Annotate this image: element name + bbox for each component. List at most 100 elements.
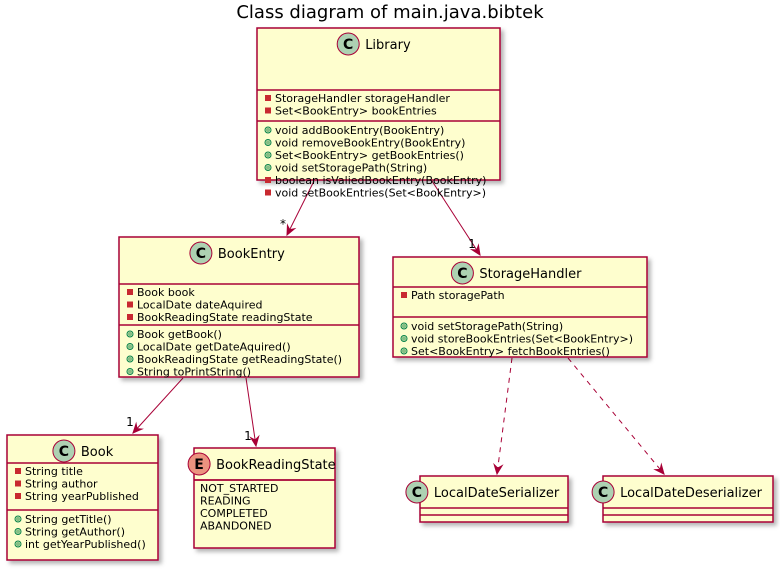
relation-storagehandler-localdatedeserializer (567, 357, 665, 475)
public-visibility-fill (401, 336, 407, 341)
public-visibility-icon (264, 151, 272, 159)
private-visibility-icon (15, 493, 21, 499)
badge-letter: C (412, 485, 422, 501)
public-visibility-fill (15, 529, 21, 534)
class-method: String toPrintString() (137, 366, 251, 379)
enum-value: NOT_STARTED (200, 482, 278, 495)
class-box (392, 256, 648, 358)
public-visibility-icon (264, 139, 272, 146)
relation-storagehandler-localdateserializer (493, 357, 513, 476)
arrowhead-icon (653, 462, 665, 475)
arrowhead-icon (493, 462, 504, 476)
class-method: Set<BookEntry> fetchBookEntries() (411, 345, 610, 358)
public-visibility-fill (265, 140, 271, 145)
class-method: int getYearPublished() (25, 538, 146, 551)
public-visibility-icon (126, 355, 134, 363)
public-visibility-fill (401, 348, 407, 354)
public-visibility-fill (15, 541, 21, 547)
badge-letter: C (598, 485, 608, 501)
multiplicity-label: 1 (244, 429, 252, 443)
relation-line (245, 377, 257, 447)
public-visibility-icon (400, 347, 408, 355)
public-visibility-fill (127, 344, 133, 349)
class-box (118, 236, 360, 378)
class-badge-icon (336, 32, 360, 56)
relation-library-storagehandler: 1 (431, 180, 481, 257)
private-visibility-icon (15, 468, 21, 474)
class-method: void setStoragePath(String) (275, 162, 427, 175)
class-method: String getTitle() (25, 513, 112, 526)
class-badge-icon (405, 480, 429, 504)
class-method: Set<BookEntry> getBookEntries() (275, 149, 464, 162)
public-visibility-fill (127, 369, 133, 374)
public-visibility-icon (264, 126, 272, 134)
arrowhead-icon (469, 243, 481, 257)
class-name: Library (365, 38, 411, 53)
multiplicity-label: 1 (126, 415, 134, 429)
badge-letter: E (194, 457, 204, 473)
class-method: void addBookEntry(BookEntry) (275, 124, 444, 137)
class-method: BookReadingState getReadingState() (137, 353, 342, 366)
class-badge-icon (591, 480, 615, 504)
enum-badge-icon (187, 452, 211, 476)
arrowhead-icon (249, 434, 260, 448)
class-name: BookEntry (218, 247, 285, 262)
relations: * 1 1 1 (126, 180, 665, 476)
class-field: LocalDate dateAquired (137, 299, 262, 312)
private-visibility-icon (265, 95, 271, 101)
class-method: boolean isValiedBookEntry(BookEntry) (275, 174, 486, 187)
public-visibility-fill (127, 331, 133, 337)
public-visibility-icon (126, 330, 134, 338)
class-field: String yearPublished (25, 490, 139, 503)
public-visibility-fill (265, 165, 271, 170)
public-visibility-icon (264, 164, 272, 171)
class-name: BookReadingState (216, 458, 336, 473)
class-field: BookReadingState readingState (137, 311, 313, 324)
diagram-title: Class diagram of main.java.bibtek (236, 2, 544, 23)
class-method: void storeBookEntries(Set<BookEntry>) (411, 333, 633, 346)
class-field: Book book (137, 286, 195, 299)
arrowhead-icon (132, 421, 144, 434)
private-visibility-icon (265, 107, 271, 114)
badge-letter: C (343, 37, 353, 53)
badge-letter: C (457, 266, 467, 282)
public-visibility-icon (14, 540, 22, 548)
class-name: LocalDateSerializer (434, 486, 560, 501)
public-visibility-icon (14, 528, 22, 535)
class-box (256, 27, 501, 181)
relation-line (567, 357, 665, 475)
private-visibility-icon (265, 177, 271, 183)
class-localdateserializer: C LocalDateSerializer (405, 475, 569, 523)
badge-letter: C (196, 246, 206, 262)
multiplicity-label: 1 (468, 237, 476, 251)
class-box (193, 447, 336, 549)
class-field: String title (25, 465, 83, 478)
class-field: Set<BookEntry> bookEntries (275, 105, 437, 118)
badge-letter: C (59, 444, 69, 460)
relation-line (431, 180, 481, 256)
public-visibility-fill (401, 323, 407, 329)
public-visibility-icon (400, 322, 408, 330)
relation-library-bookentry: * (280, 180, 315, 237)
public-visibility-icon (14, 515, 22, 523)
private-visibility-icon (265, 189, 271, 196)
public-visibility-fill (15, 516, 21, 522)
relation-bookentry-book: 1 (126, 377, 184, 434)
private-visibility-icon (401, 292, 407, 298)
relation-bookentry-bookreadingstate: 1 (244, 377, 260, 448)
class-field: StorageHandler storageHandler (275, 92, 450, 105)
private-visibility-icon (127, 314, 133, 320)
private-visibility-icon (15, 480, 21, 487)
relation-line (286, 180, 315, 236)
class-method: void setStoragePath(String) (411, 320, 563, 333)
class-field: String author (25, 478, 98, 491)
class-method: LocalDate getDateAquired() (137, 341, 291, 354)
